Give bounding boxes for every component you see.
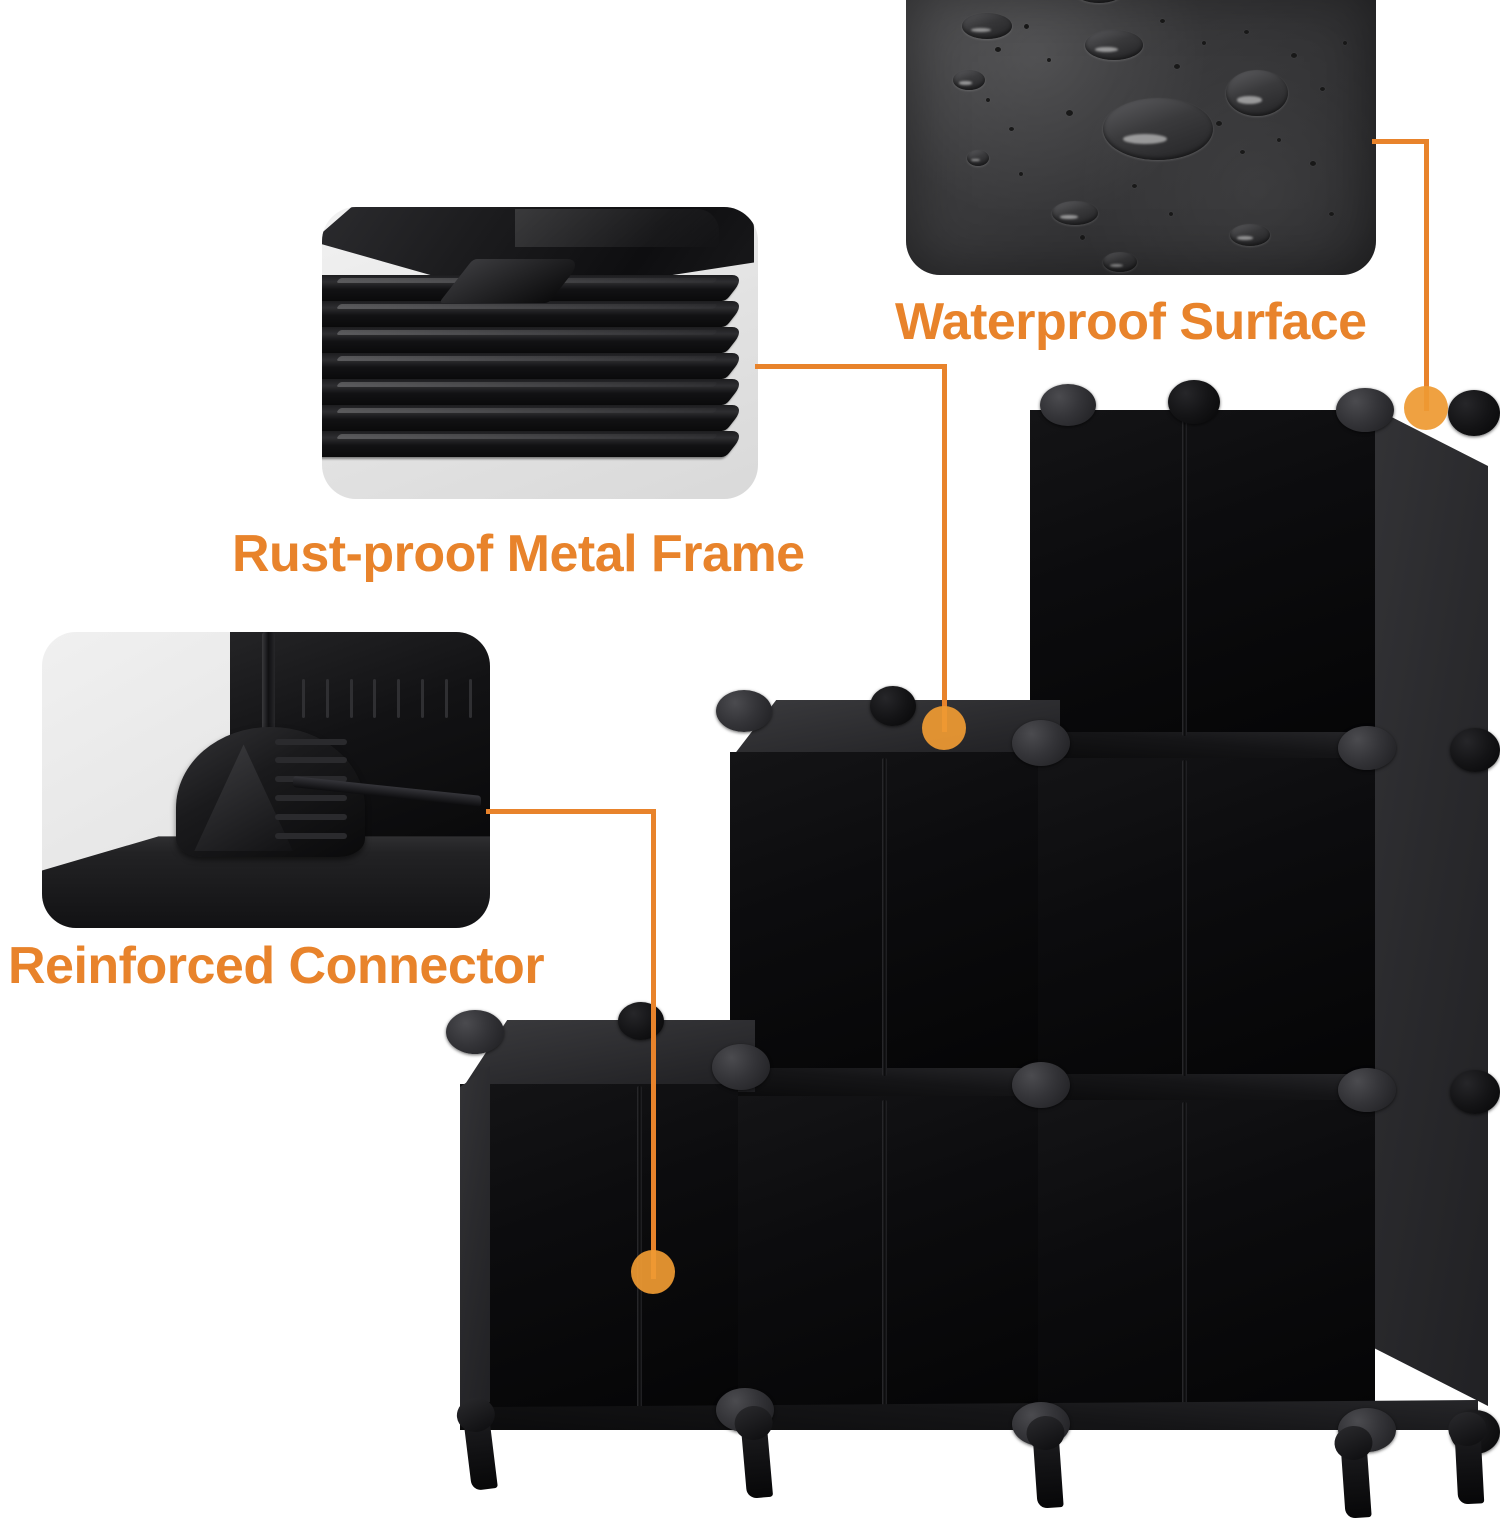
left-column-top-surface bbox=[460, 1020, 755, 1092]
connector-knob bbox=[870, 686, 916, 726]
connector-knob bbox=[1450, 728, 1500, 772]
left-column-divider bbox=[637, 1086, 642, 1412]
product-cube-shelf bbox=[440, 380, 1500, 1519]
connector-knob bbox=[618, 1002, 664, 1040]
right-column-side-panel bbox=[1370, 406, 1488, 1406]
connector-knob bbox=[1338, 726, 1396, 770]
water-microdroplet bbox=[1169, 212, 1174, 217]
connector-knob bbox=[716, 690, 772, 732]
panel-sheet bbox=[322, 301, 747, 327]
metal-frame-inset bbox=[322, 207, 758, 499]
leader-line-frame-vertical bbox=[942, 364, 947, 732]
water-microdroplet bbox=[1131, 183, 1137, 188]
connector-knob bbox=[1040, 384, 1096, 426]
left-column-side-panel bbox=[460, 1066, 490, 1416]
water-microdroplet bbox=[1343, 41, 1348, 46]
water-droplet bbox=[962, 12, 1013, 39]
panel-sheet bbox=[322, 405, 747, 431]
water-droplet bbox=[1230, 223, 1271, 246]
water-microdroplet bbox=[1079, 235, 1085, 241]
water-microdroplet bbox=[1173, 64, 1180, 70]
connector-knob bbox=[446, 1010, 504, 1054]
feature-label-waterproof: Waterproof Surface bbox=[895, 293, 1367, 351]
right-cube-top-shelf bbox=[1030, 732, 1375, 758]
leader-line-connector-vertical bbox=[651, 809, 656, 1279]
water-droplet bbox=[1225, 69, 1288, 116]
leader-line-waterproof-horizontal bbox=[1372, 139, 1429, 144]
connector-knob bbox=[1450, 1070, 1500, 1114]
water-microdroplet bbox=[1291, 52, 1298, 58]
shelf-foot bbox=[1032, 1425, 1064, 1509]
right-cube-mid-shelf bbox=[1030, 1074, 1375, 1100]
connector-knob bbox=[1336, 388, 1394, 432]
water-droplet bbox=[1075, 0, 1124, 4]
shelf-foot bbox=[1340, 1435, 1372, 1519]
water-microdroplet bbox=[1018, 172, 1023, 177]
water-microdroplet bbox=[985, 98, 990, 103]
shelf-foot bbox=[740, 1414, 774, 1499]
connector-ridge-group bbox=[301, 679, 472, 718]
water-microdroplet bbox=[1159, 18, 1165, 23]
water-droplet bbox=[1103, 98, 1214, 161]
leader-dot-waterproof bbox=[1404, 386, 1448, 430]
shelf-foot bbox=[462, 1406, 498, 1491]
panel-sheet bbox=[322, 431, 747, 457]
right-column-divider-mid bbox=[1182, 760, 1187, 1076]
water-droplet bbox=[953, 69, 985, 90]
leader-line-frame-horizontal bbox=[755, 364, 945, 369]
right-cube-mid-front bbox=[1030, 758, 1375, 1080]
feature-label-rust-proof-frame: Rust-proof Metal Frame bbox=[232, 525, 805, 583]
panel-sheet bbox=[322, 327, 747, 353]
right-column-divider-bottom bbox=[1182, 1102, 1187, 1408]
leader-dot-frame bbox=[922, 706, 966, 750]
water-microdroplet bbox=[1277, 138, 1282, 143]
leader-line-waterproof-vertical bbox=[1424, 139, 1429, 411]
water-microdroplet bbox=[1216, 121, 1223, 127]
connector-vertical-post bbox=[261, 632, 275, 751]
connector-knob bbox=[1012, 1062, 1070, 1108]
connector-knob bbox=[712, 1044, 770, 1090]
water-microdroplet bbox=[1009, 126, 1015, 131]
water-droplet bbox=[1103, 252, 1138, 273]
right-column-divider-top bbox=[1182, 414, 1187, 736]
panel-stack bbox=[322, 207, 758, 497]
water-microdroplet bbox=[1202, 41, 1207, 46]
water-microdroplet bbox=[1244, 29, 1250, 34]
shelf-foot bbox=[1454, 1421, 1485, 1505]
right-cube-top-front bbox=[1030, 410, 1375, 740]
leader-dot-connector bbox=[631, 1250, 675, 1294]
water-microdroplet bbox=[1329, 212, 1334, 217]
connector-serrated-teeth bbox=[274, 738, 347, 857]
water-microdroplet bbox=[1310, 161, 1317, 166]
feature-label-reinforced-connector: Reinforced Connector bbox=[8, 937, 545, 995]
water-droplet bbox=[1051, 200, 1098, 225]
panel-sheet bbox=[322, 379, 747, 405]
waterproof-surface-inset bbox=[906, 0, 1376, 275]
connector-knob bbox=[1168, 380, 1220, 424]
water-microdroplet bbox=[1239, 149, 1245, 154]
middle-column-divider-upper bbox=[882, 758, 887, 1076]
water-microdroplet bbox=[1065, 109, 1073, 116]
water-microdroplet bbox=[1023, 24, 1029, 30]
connector-knob bbox=[1338, 1068, 1396, 1112]
connector-knob bbox=[1012, 720, 1070, 766]
water-microdroplet bbox=[1047, 58, 1051, 63]
left-cube-front bbox=[460, 1084, 738, 1410]
water-droplet bbox=[1084, 29, 1143, 60]
leader-line-connector-horizontal bbox=[486, 809, 656, 814]
middle-column-divider-lower bbox=[882, 1100, 887, 1410]
connector-knob bbox=[1448, 390, 1500, 436]
right-cube-bottom-front bbox=[1030, 1100, 1375, 1410]
water-microdroplet bbox=[1319, 86, 1325, 91]
water-droplet bbox=[967, 149, 990, 166]
reinforced-connector-inset bbox=[42, 632, 490, 928]
water-microdroplet bbox=[995, 47, 1002, 52]
panel-sheet bbox=[322, 353, 747, 379]
